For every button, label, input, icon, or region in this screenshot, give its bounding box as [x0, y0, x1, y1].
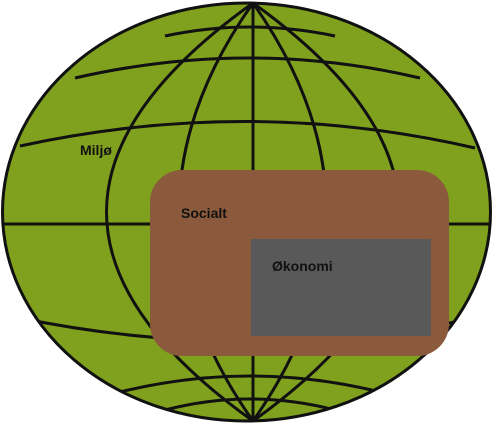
environment-label: Miljø	[80, 142, 112, 158]
economy-label: Økonomi	[272, 258, 333, 274]
economy-area	[251, 239, 431, 336]
social-label: Socialt	[181, 205, 227, 221]
